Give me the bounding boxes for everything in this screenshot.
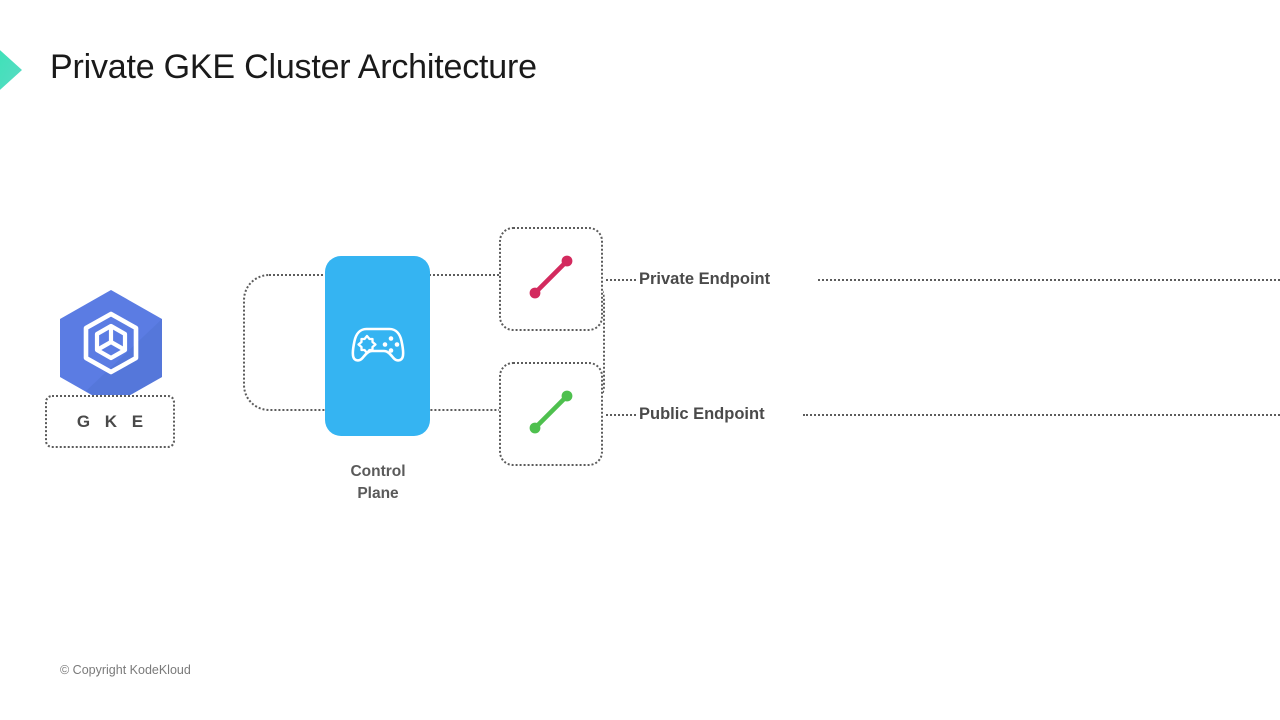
- control-plane-label: Control Plane: [313, 461, 443, 505]
- control-plane-label-line1: Control: [350, 463, 406, 480]
- connector-public-label-to-edge: [803, 414, 1280, 416]
- gke-hexagon-cube-icon: [56, 288, 166, 408]
- footer-copyright: © Copyright KodeKloud: [60, 663, 191, 677]
- private-endpoint-label: Private Endpoint: [639, 270, 771, 288]
- public-endpoint-box[interactable]: [499, 362, 603, 466]
- connection-link-icon: [524, 385, 578, 444]
- control-plane-label-line2: Plane: [357, 485, 399, 502]
- kodekloud-chevron-logo-icon: [0, 28, 44, 112]
- connector-private-box-to-label: [606, 279, 636, 281]
- gke-node[interactable]: G K E: [45, 288, 177, 448]
- page-title: Private GKE Cluster Architecture: [50, 48, 537, 86]
- connection-link-icon: [524, 250, 578, 309]
- gamepad-icon: [349, 323, 407, 370]
- connector-public-box-to-label: [606, 414, 636, 416]
- public-endpoint-label: Public Endpoint: [639, 405, 765, 423]
- gke-label-box: G K E: [45, 395, 175, 448]
- gke-label: G K E: [76, 411, 149, 431]
- control-plane-card[interactable]: [325, 256, 430, 436]
- private-endpoint-box[interactable]: [499, 227, 603, 331]
- connector-private-label-to-edge: [818, 279, 1280, 281]
